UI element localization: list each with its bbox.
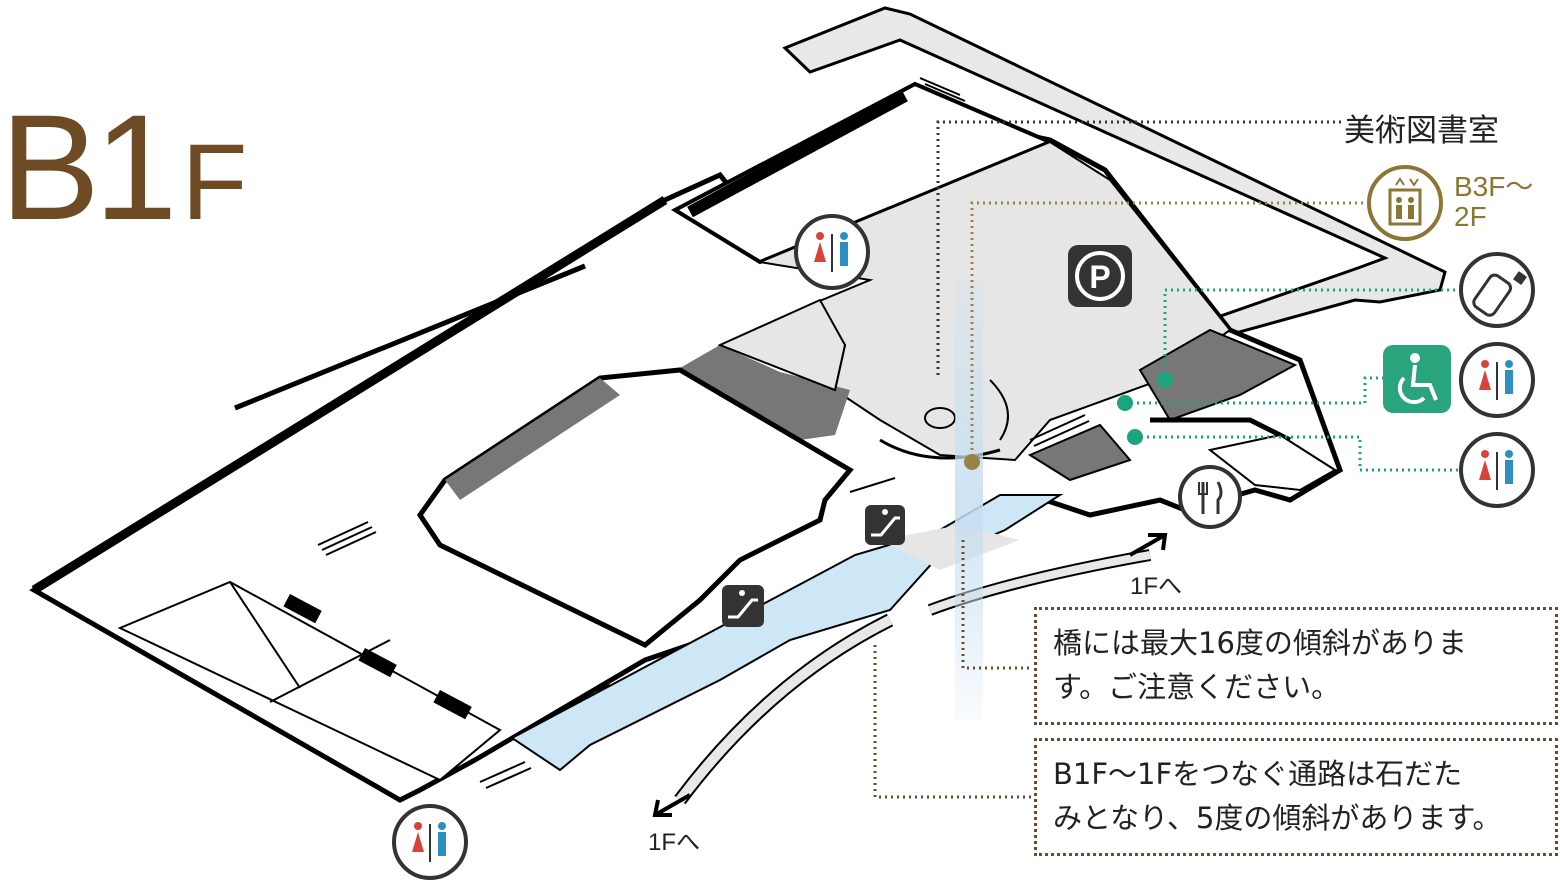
to-1f-label-east: 1Fへ — [1130, 573, 1183, 600]
note-leader-1 — [961, 540, 1032, 670]
outer-wall — [31, 196, 668, 594]
restroom-icon — [1459, 342, 1535, 418]
note-line: B1F～1Fをつなぐ通路は石だた — [1053, 757, 1463, 791]
baby-bottle-icon — [1459, 252, 1535, 328]
west-dark-strip — [445, 378, 620, 500]
storage-dark — [680, 345, 850, 440]
slope-note-bridge: 橋には最大16度の傾斜がありま す。ご注意ください。 — [1034, 607, 1558, 725]
svg-text:P: P — [1089, 259, 1110, 295]
library-leader — [936, 120, 1342, 375]
east-dark-room — [1138, 328, 1298, 422]
to-1f-label-west: 1Fへ — [648, 829, 701, 856]
arrow-up-right — [1129, 533, 1168, 557]
restroom-icon — [794, 214, 870, 290]
escalator-icon — [722, 585, 764, 627]
outer-corridor — [782, 6, 1447, 338]
floor-label-main: B1 — [0, 83, 178, 251]
elevator-range-top: B3F～ — [1454, 171, 1534, 202]
library-label: 美術図書室 — [1344, 113, 1499, 149]
note-line: 橋には最大16度の傾斜がありま — [1053, 626, 1467, 660]
elevator-range-label: B3F～ 2F — [1454, 171, 1534, 233]
restroom-leader — [1135, 435, 1462, 472]
stairs — [317, 77, 1090, 789]
wheelchair-icon — [1383, 345, 1451, 413]
note-line: す。ご注意ください。 — [1053, 669, 1341, 704]
restroom-icon — [1459, 432, 1535, 508]
restaurant-icon — [1178, 465, 1242, 529]
elevator-leader — [970, 201, 1368, 462]
slope-note-passage: B1F～1Fをつなぐ通路は石だた みとなり、5度の傾斜があります。 — [1034, 738, 1558, 856]
parking-icon: P — [1068, 245, 1132, 307]
escalator-icon — [865, 505, 905, 545]
note-line: みとなり、5度の傾斜があります。 — [1053, 800, 1502, 835]
baby-leader — [1163, 288, 1462, 380]
arrow-down-left — [652, 793, 691, 817]
wheelchair-leader — [1125, 376, 1384, 405]
restroom-icon — [392, 804, 468, 880]
floor-label: B1F — [0, 92, 247, 242]
elevator-range-bottom: 2F — [1454, 201, 1487, 233]
note-leader-2 — [873, 645, 1032, 799]
floor-label-sub: F — [181, 121, 248, 242]
inner-wall-line — [234, 263, 586, 411]
elevator-icon — [1367, 165, 1443, 241]
